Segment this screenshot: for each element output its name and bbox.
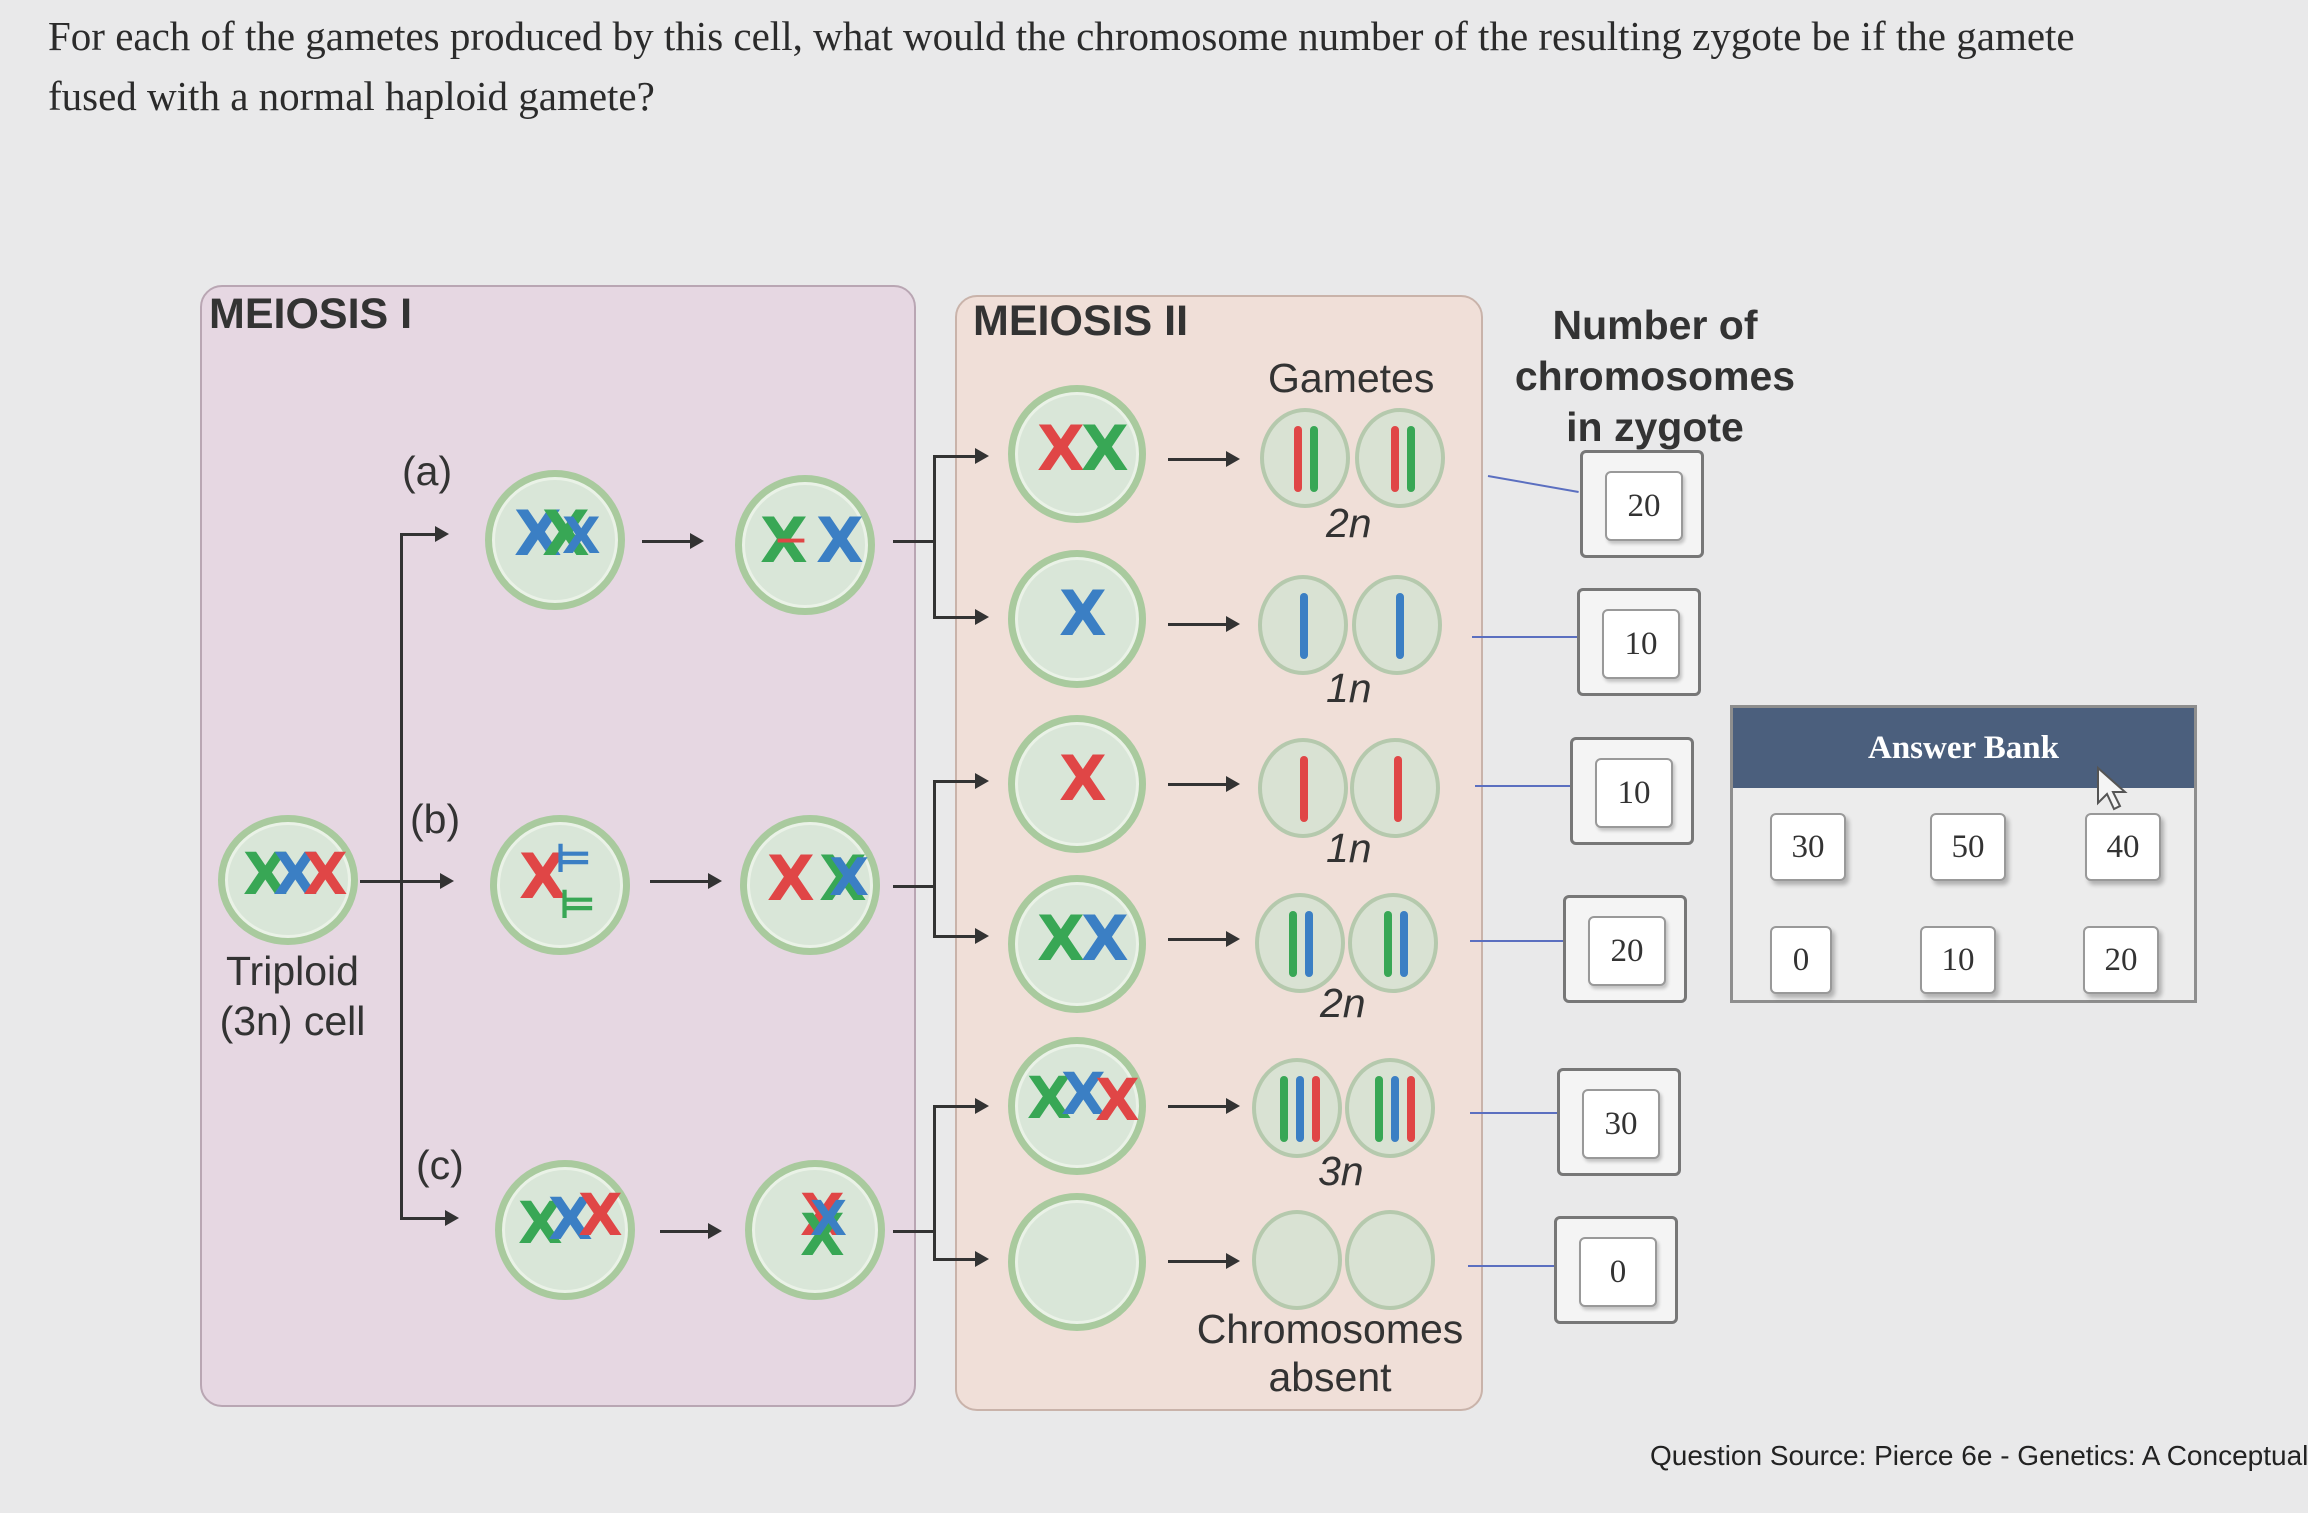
- gamete: [1252, 1058, 1342, 1158]
- absent-label-line1: Chromosomes: [1196, 1306, 1464, 1352]
- zygote-drop-target-5[interactable]: 30: [1557, 1068, 1681, 1176]
- arrow-a: [400, 526, 449, 542]
- connector: [933, 455, 936, 617]
- placed-answer-2[interactable]: 10: [1602, 609, 1680, 679]
- arrow-c: [400, 1210, 459, 1226]
- label-c: (c): [416, 1142, 464, 1188]
- arrow: [650, 873, 722, 889]
- connector-line: [1472, 636, 1577, 638]
- gamete-empty: [1252, 1210, 1342, 1310]
- arrow: [1168, 1253, 1240, 1269]
- gamete: [1350, 738, 1440, 838]
- meiosis2-cell-6-empty: [1008, 1193, 1146, 1331]
- ploidy-label-1: 2n: [1326, 500, 1372, 546]
- meiosis2-cell-4: X X: [1008, 875, 1146, 1013]
- meiosis1-daughter-b: X X X: [740, 815, 880, 955]
- connector: [893, 540, 935, 543]
- connector: [893, 885, 935, 888]
- answer-tile-40[interactable]: 40: [2085, 813, 2161, 881]
- placed-answer-1[interactable]: 20: [1605, 471, 1683, 541]
- meiosis1-daughter-c: X X X: [745, 1160, 885, 1300]
- arrow: [1168, 451, 1240, 467]
- zygote-drop-target-6[interactable]: 0: [1554, 1216, 1678, 1324]
- cursor-icon: [2097, 765, 2128, 811]
- connector: [893, 1230, 935, 1233]
- meiosis-1-title: MEIOSIS I: [209, 290, 413, 338]
- placed-answer-3[interactable]: 10: [1595, 758, 1673, 828]
- arrow: [933, 609, 989, 625]
- arrow: [1168, 1098, 1240, 1114]
- placed-answer-4[interactable]: 20: [1588, 916, 1666, 986]
- answer-tile-50[interactable]: 50: [1930, 813, 2006, 881]
- arrow: [933, 1251, 989, 1267]
- gamete: [1258, 738, 1348, 838]
- meiosis1-cell-c: X X X: [495, 1160, 635, 1300]
- ploidy-label-3: 1n: [1326, 825, 1372, 871]
- arrow: [933, 773, 989, 789]
- meiosis1-cell-a: X X X: [485, 470, 625, 610]
- gamete: [1355, 408, 1445, 508]
- placed-answer-5[interactable]: 30: [1582, 1089, 1660, 1159]
- connector-line: [1468, 1265, 1556, 1267]
- arrow: [642, 533, 704, 549]
- triploid-label-line2: (3n) cell: [219, 998, 366, 1044]
- triploid-cell: X X X: [218, 815, 358, 945]
- arrow-b: [400, 873, 454, 889]
- gamete: [1348, 893, 1438, 993]
- gamete: [1352, 575, 1442, 675]
- zygote-drop-target-3[interactable]: 10: [1570, 737, 1694, 845]
- arrow: [933, 928, 989, 944]
- answer-bank-title: Answer Bank: [1733, 708, 2194, 788]
- meiosis1-daughter-a: X — X: [735, 475, 875, 615]
- meiosis2-cell-2: X: [1008, 550, 1146, 688]
- gamete: [1345, 1058, 1435, 1158]
- ploidy-label-2: 1n: [1326, 665, 1372, 711]
- arrow: [933, 448, 989, 464]
- arrow: [660, 1223, 722, 1239]
- label-b: (b): [410, 796, 461, 842]
- question-text: For each of the gametes produced by this…: [48, 13, 2075, 119]
- triploid-label-line1: Triploid: [226, 948, 359, 994]
- answer-bank: Answer Bank 30 50 40 0 10 20: [1730, 705, 2197, 1003]
- connector: [933, 780, 936, 935]
- connector: [360, 880, 410, 883]
- meiosis2-cell-1: X X: [1008, 385, 1146, 523]
- zygote-title-line1: Number of: [1552, 302, 1758, 348]
- answer-tile-10[interactable]: 10: [1920, 926, 1996, 994]
- connector: [933, 1105, 936, 1260]
- answer-tile-20[interactable]: 20: [2083, 926, 2159, 994]
- zygote-title-line2: chromosomes: [1514, 353, 1796, 399]
- ploidy-label-4: 2n: [1320, 980, 1366, 1026]
- meiosis2-cell-3: X: [1008, 715, 1146, 853]
- connector-line: [1475, 785, 1572, 787]
- absent-label-line2: absent: [1268, 1354, 1392, 1400]
- connector-line: [1470, 940, 1565, 942]
- label-a: (a): [402, 448, 453, 494]
- answer-tile-30[interactable]: 30: [1770, 813, 1846, 881]
- arrow: [1168, 776, 1240, 792]
- connector-line: [1487, 475, 1579, 493]
- arrow: [933, 1098, 989, 1114]
- zygote-drop-target-1[interactable]: 20: [1580, 450, 1704, 558]
- zygote-drop-target-4[interactable]: 20: [1563, 895, 1687, 1003]
- arrow: [1168, 931, 1240, 947]
- zygote-drop-target-2[interactable]: 10: [1577, 588, 1701, 696]
- meiosis2-cell-5: X X X: [1008, 1037, 1146, 1175]
- gamete-empty: [1345, 1210, 1435, 1310]
- ploidy-label-5: 3n: [1318, 1148, 1364, 1194]
- gamete: [1260, 408, 1350, 508]
- gamete: [1258, 575, 1348, 675]
- meiosis-2-title: MEIOSIS II: [973, 297, 1189, 345]
- meiosis1-cell-b: X ⊨ ⊨: [490, 815, 630, 955]
- zygote-title-line3: in zygote: [1566, 404, 1744, 450]
- gamete: [1255, 893, 1345, 993]
- question-source: Question Source: Pierce 6e - Genetics: A…: [1650, 1440, 2308, 1471]
- placed-answer-6[interactable]: 0: [1579, 1237, 1657, 1307]
- arrow: [1168, 616, 1240, 632]
- connector-line: [1470, 1112, 1560, 1114]
- answer-tile-0[interactable]: 0: [1770, 926, 1832, 994]
- gametes-title: Gametes: [1268, 355, 1435, 401]
- connector: [400, 533, 403, 1218]
